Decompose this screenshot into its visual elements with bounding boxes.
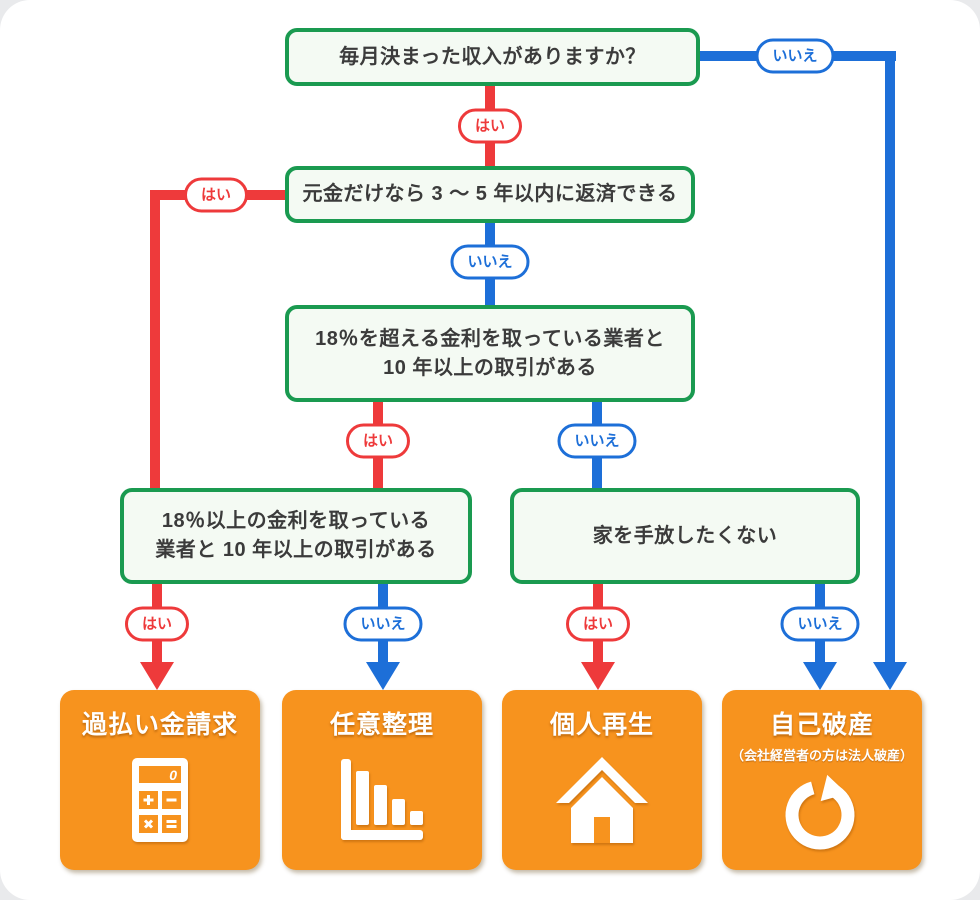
question-interest-over-18: 18％を超える金利を取っている業者と 10 年以上の取引がある: [285, 305, 695, 402]
question-text-line2: 業者と 10 年以上の取引がある: [155, 539, 437, 561]
arrowhead-to-voluntary: [366, 662, 400, 690]
badge-yes-q3: はい: [345, 423, 411, 459]
outcome-bankruptcy: 自己破産 （会社経営者の方は法人破産）: [722, 690, 922, 870]
question-text: 毎月決まった収入がありますか？: [339, 45, 646, 68]
question-text-line1: 18％以上の金利を取っている: [161, 510, 431, 532]
question-text: 元金だけなら 3 〜 5 年以内に返済できる: [302, 183, 678, 205]
outcome-voluntary-arrangement: 任意整理: [282, 690, 482, 870]
question-interest-18-plus: 18％以上の金利を取っている 業者と 10 年以上の取引がある: [120, 488, 472, 584]
badge-no-q1: いいえ: [755, 38, 835, 74]
outcome-title: 自己破産: [769, 711, 874, 739]
question-text-line1: 18％を超える金利を取っている業者と: [315, 327, 665, 350]
outcome-title: 過払い金請求: [81, 711, 238, 739]
outcome-title: 個人再生: [549, 711, 654, 739]
badge-no-q3: いいえ: [557, 423, 637, 459]
question-text: 家を手放したくない: [592, 524, 778, 547]
question-repay-3-5-years: 元金だけなら 3 〜 5 年以内に返済できる: [285, 166, 695, 223]
outcome-overpayment-claim: 過払い金請求 0: [60, 690, 260, 870]
badge-no-q4: いいえ: [343, 606, 423, 642]
house-icon: [554, 741, 650, 870]
svg-text:0: 0: [169, 767, 177, 783]
arrowhead-to-rehabilitation: [581, 662, 615, 690]
refresh-arrow-icon: [780, 764, 864, 870]
outcome-subtitle: （会社経営者の方は法人破産）: [730, 748, 913, 763]
arrowhead-to-overpayment: [140, 662, 174, 690]
badge-yes-q4: はい: [124, 606, 190, 642]
question-monthly-income: 毎月決まった収入がありますか？: [285, 28, 700, 86]
question-keep-house: 家を手放したくない: [510, 488, 860, 584]
connector-q2-yes-vertical: [150, 190, 160, 490]
outcome-individual-rehabilitation: 個人再生: [502, 690, 702, 870]
arrowhead-to-bankruptcy: [803, 662, 837, 690]
badge-no-q2: いいえ: [450, 244, 530, 280]
bar-chart-icon: [336, 741, 428, 870]
badge-yes-q5: はい: [565, 606, 631, 642]
arrowhead-to-bankruptcy-right: [873, 662, 907, 690]
badge-yes-q1: はい: [457, 108, 523, 144]
question-text-line2: 10 年以上の取引がある: [383, 356, 597, 379]
outcome-title: 任意整理: [329, 711, 434, 739]
calculator-icon: 0: [131, 741, 189, 870]
badge-yes-q2: はい: [183, 177, 249, 213]
badge-no-q5: いいえ: [780, 606, 860, 642]
connector-q1-no-vertical: [885, 51, 895, 664]
